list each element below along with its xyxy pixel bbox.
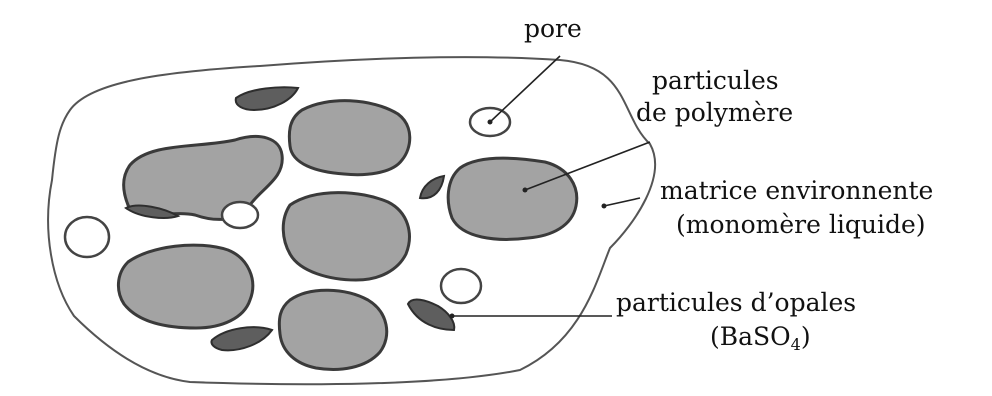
opal-label-line1: particules d’opales [616,288,856,318]
matrix-leader [604,198,640,206]
opal-particle [420,176,444,198]
polymer-leader-dot [523,188,528,193]
matrix-label-line2: (monomère liquide) [676,210,926,240]
polymer-label-line1: particules [652,66,779,96]
polymer-particle [448,158,577,239]
polymer-particle [283,193,409,280]
opal-leader-dot [450,314,455,319]
polymer-particle [279,290,386,369]
polymer-particles [118,101,576,370]
pore [65,217,109,257]
opal-formula-suffix: ) [801,322,811,351]
matrix-label-line1: matrice environnente [660,176,933,206]
matrix-leader-dot [602,204,607,209]
polymer-particle [118,245,252,328]
pore-label: pore [524,14,582,44]
polymer-particle [289,101,409,175]
pore-leader [490,56,560,122]
opal-particle [211,327,272,350]
opal-formula-subscript: 4 [791,335,801,354]
opal-particle [236,87,298,110]
opal-formula-prefix: (BaSO [710,322,791,351]
opal-label-formula: (BaSO4) [710,322,811,360]
polymer-label-line2: de polymère [636,98,793,128]
pore [222,202,258,228]
opal-particle [408,300,454,330]
pore [441,269,481,303]
